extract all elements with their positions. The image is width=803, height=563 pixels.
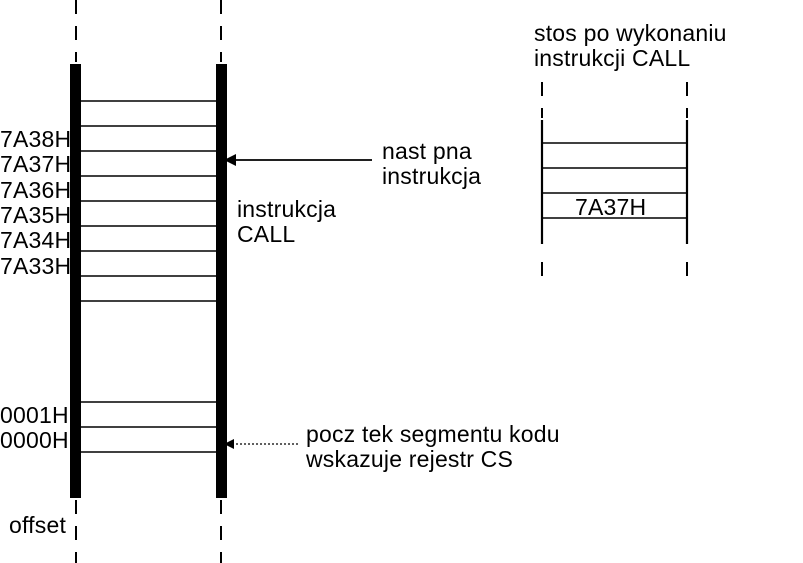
address-label-7a37: 7A37H bbox=[0, 151, 72, 177]
stack-column-dashes bbox=[541, 82, 688, 282]
next-instruction-label-line2: instrukcja bbox=[382, 163, 482, 189]
stack-walls bbox=[540, 120, 689, 244]
address-label-7a34: 7A34H bbox=[0, 227, 72, 253]
stack-value-cell: 7A37H bbox=[575, 194, 647, 220]
segment-start-label-line1: pocz tek segmentu kodu bbox=[306, 421, 560, 447]
address-label-0001: 0001H bbox=[0, 402, 69, 428]
memory-left-wall bbox=[70, 64, 81, 498]
address-label-0000: 0000H bbox=[0, 427, 69, 453]
call-instruction-label-line2: CALL bbox=[237, 221, 296, 247]
memory-cell-lines bbox=[76, 100, 216, 453]
stack-title-line1: stos po wykonaniu bbox=[534, 20, 727, 46]
address-label-7a36: 7A36H bbox=[0, 177, 72, 203]
stack-title-line2: instrukcji CALL bbox=[534, 45, 691, 71]
address-label-7a33: 7A33H bbox=[0, 253, 72, 279]
memory-column-dashes bbox=[75, 0, 222, 563]
address-label-7a35: 7A35H bbox=[0, 202, 72, 228]
next-instruction-label-line1: nast pna bbox=[382, 138, 472, 164]
segment-start-arrow bbox=[224, 439, 298, 449]
memory-right-wall bbox=[216, 64, 227, 498]
segment-start-label-line2: wskazuje rejestr CS bbox=[306, 446, 514, 472]
stack-cell-lines bbox=[542, 142, 687, 219]
offset-axis-label: offset bbox=[9, 512, 67, 538]
next-instruction-arrow bbox=[224, 154, 372, 166]
address-label-7a38: 7A38H bbox=[0, 126, 72, 152]
call-instruction-label-line1: instrukcja bbox=[237, 196, 337, 222]
